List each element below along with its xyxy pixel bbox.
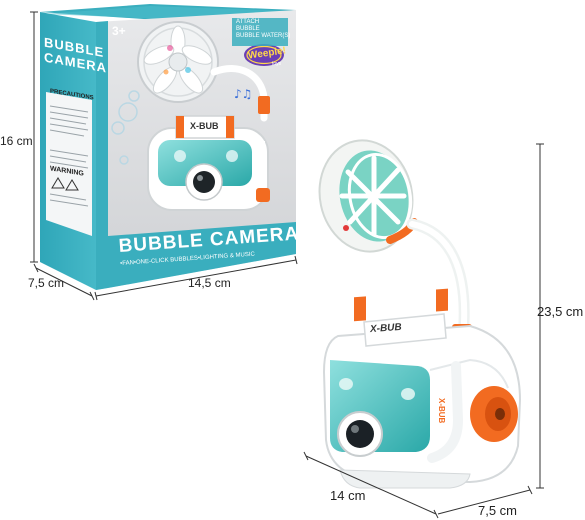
dim-line-product-depth — [437, 489, 531, 515]
dim-label-product-width: 14 cm — [330, 488, 366, 503]
dim-line-box-width — [95, 259, 297, 297]
dim-line-product-width — [305, 455, 437, 515]
product-fan — [318, 139, 418, 253]
dim-label-product-height: 23,5 cm — [537, 304, 584, 319]
dim-label-box-depth: 7,5 cm — [28, 276, 65, 290]
attach-label-sub2: BUBBLE WATER(S) — [236, 33, 291, 39]
dim-label-product-depth: 7,5 cm — [478, 503, 518, 518]
warning-icon — [65, 179, 79, 191]
brand-sub: toys — [272, 61, 282, 67]
attach-label: ATTACH BUBBLE BUBBLE WATER(S) — [236, 19, 290, 40]
bubbles-graphic — [111, 90, 140, 165]
age-badge: 3+ — [112, 24, 126, 38]
dim-line-box-depth — [35, 267, 93, 297]
box-camera-label: X-BUB — [190, 121, 219, 131]
dim-label-box-width: 14,5 cm — [188, 276, 231, 290]
box-side-text-lines — [49, 105, 89, 207]
product-box: ♪♫ — [40, 4, 296, 290]
box-camera-graphic — [147, 115, 270, 211]
product-camera — [318, 139, 522, 489]
attach-label-sub1: BUBBLE — [236, 26, 260, 32]
box-fan-graphic — [137, 21, 219, 103]
attach-label-title: ATTACH — [236, 19, 260, 25]
product-side-label: X-BUB — [437, 398, 446, 424]
music-note-icon: ♪♫ — [234, 87, 252, 101]
dim-label-box-height: 16 cm — [0, 134, 33, 148]
product-camera-label: X-BUB — [369, 321, 403, 336]
warning-icon — [51, 177, 65, 189]
brand-logo — [244, 44, 284, 66]
